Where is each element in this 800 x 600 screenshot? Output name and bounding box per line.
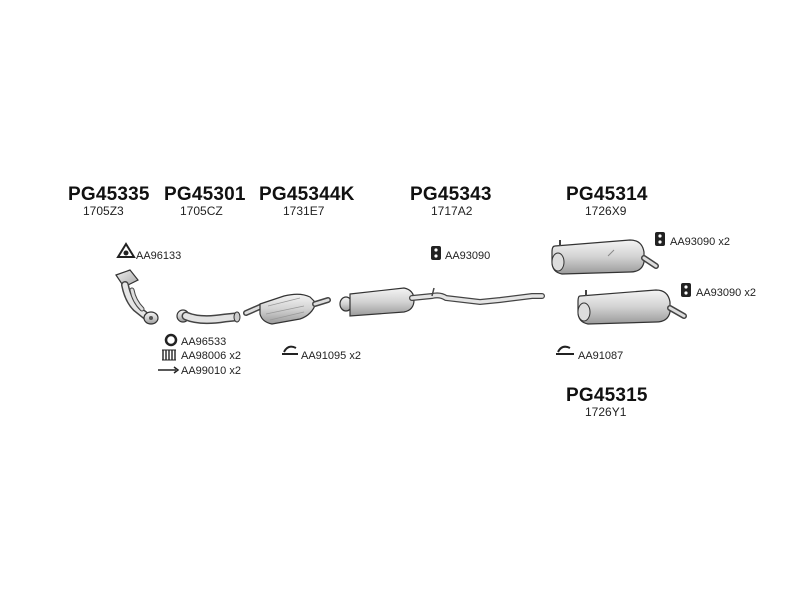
acc-label-clamp-right[interactable]: AA91087 bbox=[578, 350, 624, 362]
ring-icon[interactable] bbox=[164, 333, 178, 347]
oem-code-intermediate-pipe: 1705CZ bbox=[180, 204, 223, 218]
acc-label-hanger-mid[interactable]: AA93090 bbox=[445, 250, 491, 262]
acc-label-spring[interactable]: AA98006 x2 bbox=[181, 350, 241, 362]
part-code-front-pipe[interactable]: PG45335 bbox=[68, 184, 150, 205]
intermediate-pipe-part[interactable] bbox=[176, 309, 241, 325]
front-pipe-part[interactable] bbox=[115, 269, 159, 325]
part-code-intermediate-pipe[interactable]: PG45301 bbox=[164, 184, 246, 205]
acc-label-hanger-lower-right[interactable]: AA93090 x2 bbox=[696, 287, 756, 299]
part-code-catalytic-converter[interactable]: PG45344K bbox=[259, 184, 355, 205]
clamp-icon[interactable] bbox=[556, 345, 574, 355]
hanger-icon[interactable] bbox=[431, 246, 441, 260]
oem-code-catalytic-converter: 1731E7 bbox=[283, 204, 325, 218]
oem-code-rear-silencer-a: 1726X9 bbox=[585, 204, 627, 218]
oem-code-rear-silencer-b: 1726Y1 bbox=[585, 405, 627, 419]
middle-silencer-part[interactable] bbox=[339, 287, 545, 317]
hanger-icon[interactable] bbox=[681, 283, 691, 297]
acc-label-hanger-top-right[interactable]: AA93090 x2 bbox=[670, 236, 730, 248]
gasket-icon[interactable] bbox=[116, 242, 136, 258]
clamp-icon[interactable] bbox=[282, 345, 298, 355]
bolt-icon[interactable] bbox=[158, 366, 180, 374]
acc-label-ring[interactable]: AA96533 bbox=[181, 336, 227, 348]
part-code-rear-silencer-b[interactable]: PG45315 bbox=[566, 385, 648, 406]
oem-code-front-pipe: 1705Z3 bbox=[83, 204, 124, 218]
part-code-middle-silencer[interactable]: PG45343 bbox=[410, 184, 492, 205]
rear-silencer-b-part[interactable] bbox=[577, 289, 687, 325]
hanger-icon[interactable] bbox=[655, 232, 665, 246]
acc-label-bolt[interactable]: AA99010 x2 bbox=[181, 365, 241, 377]
acc-label-clamp-mid[interactable]: AA91095 x2 bbox=[301, 350, 361, 362]
part-code-rear-silencer-a[interactable]: PG45314 bbox=[566, 184, 648, 205]
spring-icon[interactable] bbox=[162, 349, 176, 361]
oem-code-middle-silencer: 1717A2 bbox=[431, 204, 473, 218]
rear-silencer-a-part[interactable] bbox=[551, 239, 659, 275]
acc-label-gasket[interactable]: AA96133 bbox=[136, 250, 182, 262]
catalytic-converter-part[interactable] bbox=[243, 293, 331, 325]
